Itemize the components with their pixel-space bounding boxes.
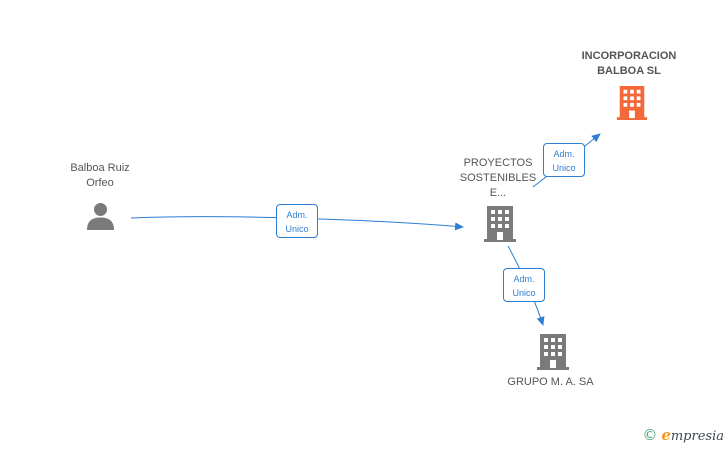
brand-logo-text: mpresia <box>670 429 724 444</box>
edge-role-line-1: Adm. <box>286 210 308 220</box>
building-icon[interactable] <box>484 206 516 242</box>
grupo-node-label[interactable]: GRUPO M. A. SA <box>493 375 608 390</box>
edge-role-label[interactable]: Adm. Unico <box>276 204 318 238</box>
incorporacion-node-label[interactable]: INCORPORACION BALBOA SL <box>569 49 689 79</box>
copyright-symbol: © <box>642 426 658 444</box>
proyectos-name-line-1: PROYECTOS <box>463 157 533 169</box>
building-icon[interactable] <box>537 334 569 370</box>
grupo-name-line-1: GRUPO M. A. SA <box>507 376 594 388</box>
edge-role-label[interactable]: Adm. Unico <box>503 268 545 302</box>
footer-brand: © empresia <box>642 425 724 445</box>
person-name-line-1: Balboa Ruiz <box>70 162 130 174</box>
edge-role-label[interactable]: Adm. Unico <box>543 143 585 177</box>
person-name-line-2: Orfeo <box>86 177 114 189</box>
edge-role-line-1: Adm. <box>553 149 575 159</box>
edge-role-line-2: Unico <box>552 163 576 173</box>
brand-logo-e: e <box>661 426 671 444</box>
proyectos-name-line-3: E... <box>489 187 507 199</box>
brand-logo[interactable]: empresia <box>661 426 724 444</box>
edge-role-line-1: Adm. <box>513 274 535 284</box>
incorporacion-name-line-2: BALBOA SL <box>597 65 661 77</box>
proyectos-name-line-2: SOSTENIBLES <box>459 172 537 184</box>
edge-role-line-2: Unico <box>285 224 309 234</box>
proyectos-node-label[interactable]: PROYECTOS SOSTENIBLES E... <box>448 156 548 201</box>
person-icon[interactable] <box>86 201 115 230</box>
edge-role-line-2: Unico <box>512 288 536 298</box>
person-node-label[interactable]: Balboa Ruiz Orfeo <box>50 161 150 191</box>
main-company-building-icon[interactable] <box>616 86 648 120</box>
incorporacion-name-line-1: INCORPORACION <box>581 50 677 62</box>
